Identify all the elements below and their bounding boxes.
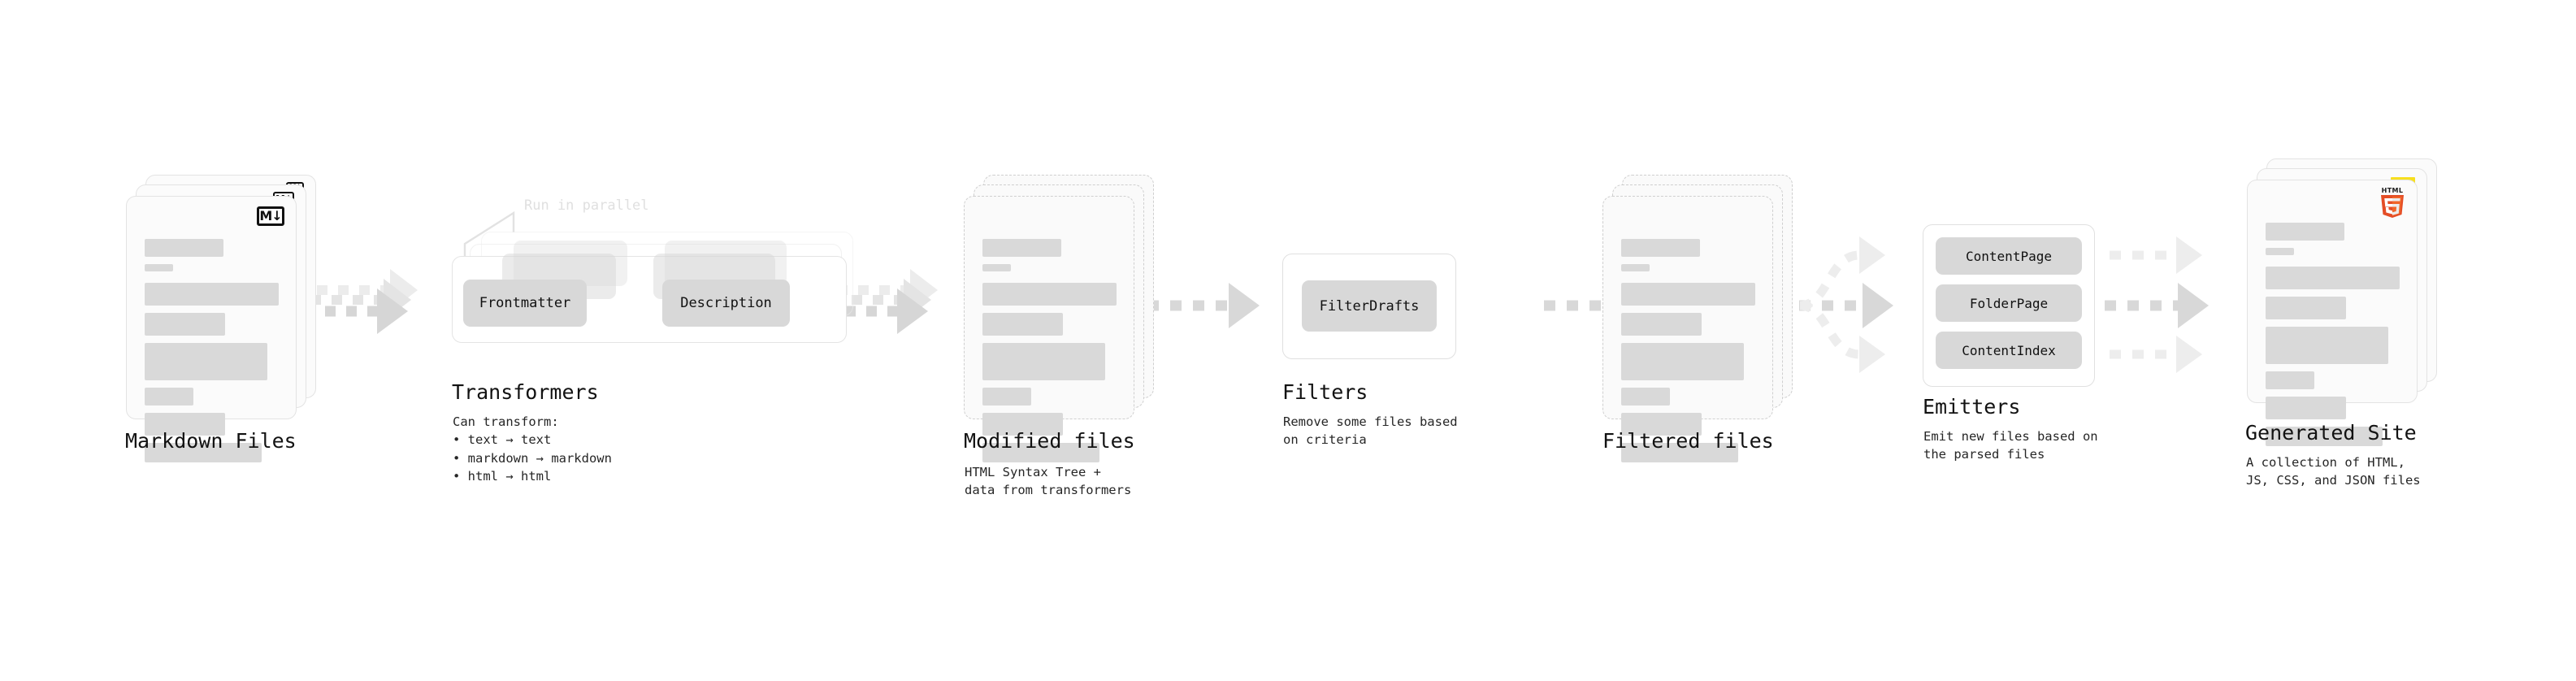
modified-files-subtitle: HTML Syntax Tree + data from transformer… xyxy=(965,465,1132,498)
markdown-files-title: Markdown Files xyxy=(125,429,297,453)
markdown-files-doc-stack: M↓ M↓ M↓ xyxy=(126,175,316,462)
run-in-parallel-annotation: Run in parallel xyxy=(524,197,649,214)
transformer-node-frontmatter[interactable]: Frontmatter xyxy=(463,280,587,327)
doc-line xyxy=(982,239,1062,257)
doc-line xyxy=(2266,297,2347,319)
arrow-markdown-to-transformers xyxy=(304,269,418,334)
emitter-node-contentindex[interactable]: ContentIndex xyxy=(1936,332,2082,369)
doc-line xyxy=(982,343,1106,380)
doc-line xyxy=(2266,223,2345,241)
doc-line xyxy=(145,388,194,406)
doc-line xyxy=(982,283,1117,306)
doc-line xyxy=(982,443,1100,462)
filtered-files-title: Filtered files xyxy=(1602,429,1774,453)
doc-line xyxy=(2266,327,2389,364)
doc-card-front: HTML xyxy=(2247,180,2418,446)
transformers-subtitle: Can transform: • text → text • markdown … xyxy=(453,414,612,484)
doc-placeholder-lines xyxy=(1621,239,1758,470)
markdown-badge-front: M↓ xyxy=(257,206,284,226)
emitter-node-contentindex-label: ContentIndex xyxy=(1962,342,2056,358)
arrow-modified-to-filters xyxy=(1147,283,1260,328)
doc-line xyxy=(145,343,268,380)
emitters-title: Emitters xyxy=(1923,395,2021,419)
filter-node-filterdrafts-label: FilterDrafts xyxy=(1319,297,1420,314)
modified-files-doc-stack xyxy=(964,175,1154,462)
emitter-node-contentpage[interactable]: ContentPage xyxy=(1936,237,2082,275)
doc-line xyxy=(1621,388,1671,406)
doc-line xyxy=(145,413,226,436)
emitter-node-folderpage-label: FolderPage xyxy=(1969,295,2049,311)
doc-line xyxy=(1621,264,1650,271)
doc-line xyxy=(145,313,226,336)
doc-line xyxy=(145,264,174,271)
doc-card-front xyxy=(964,196,1134,462)
doc-line xyxy=(2266,371,2315,389)
generated-site-subtitle: A collection of HTML, JS, CSS, and JSON … xyxy=(2246,455,2421,488)
transformer-node-frontmatter-label: Frontmatter xyxy=(479,295,571,311)
filters-subtitle: Remove some files based on criteria xyxy=(1283,414,1458,448)
doc-line xyxy=(982,413,1064,436)
emitter-node-contentpage-label: ContentPage xyxy=(1966,248,2052,264)
doc-line xyxy=(982,313,1064,336)
doc-card-front xyxy=(1602,196,1773,462)
doc-placeholder-lines xyxy=(145,239,281,470)
doc-line xyxy=(2266,248,2295,255)
doc-line xyxy=(982,264,1012,271)
html5-icon: HTML xyxy=(2379,187,2405,218)
doc-placeholder-lines xyxy=(982,239,1119,470)
doc-line xyxy=(1621,283,1755,306)
doc-line xyxy=(145,283,279,306)
arrow-emitters-to-site xyxy=(2105,236,2209,373)
emitter-node-folderpage[interactable]: FolderPage xyxy=(1936,284,2082,322)
doc-line xyxy=(2266,267,2400,289)
filter-node-filterdrafts[interactable]: FilterDrafts xyxy=(1302,280,1437,332)
arrow-filtered-to-emitters xyxy=(1776,236,1893,373)
transformers-title: Transformers xyxy=(452,380,599,404)
doc-placeholder-lines xyxy=(2266,223,2402,453)
doc-line xyxy=(1621,443,1739,462)
filters-title: Filters xyxy=(1282,380,1368,404)
doc-line xyxy=(2266,427,2383,446)
doc-line xyxy=(1621,343,1745,380)
transformer-node-description[interactable]: Description xyxy=(662,280,790,327)
generated-site-doc-stack: CSS HTML xyxy=(2247,158,2437,446)
emitters-subtitle: Emit new files based on the parsed files xyxy=(1923,429,2098,462)
html5-icon-wordmark: HTML xyxy=(2381,187,2404,194)
doc-line xyxy=(982,388,1032,406)
modified-files-title: Modified files xyxy=(964,429,1135,453)
doc-line xyxy=(2266,397,2347,419)
doc-line xyxy=(1621,239,1701,257)
filtered-files-doc-stack xyxy=(1602,175,1793,462)
doc-line xyxy=(1621,313,1702,336)
doc-line xyxy=(1621,413,1702,436)
doc-line xyxy=(145,239,224,257)
generated-site-title: Generated Site xyxy=(2245,421,2417,445)
transformer-node-description-label: Description xyxy=(680,295,772,311)
doc-card-front: M↓ xyxy=(126,196,297,462)
doc-line xyxy=(145,443,262,462)
